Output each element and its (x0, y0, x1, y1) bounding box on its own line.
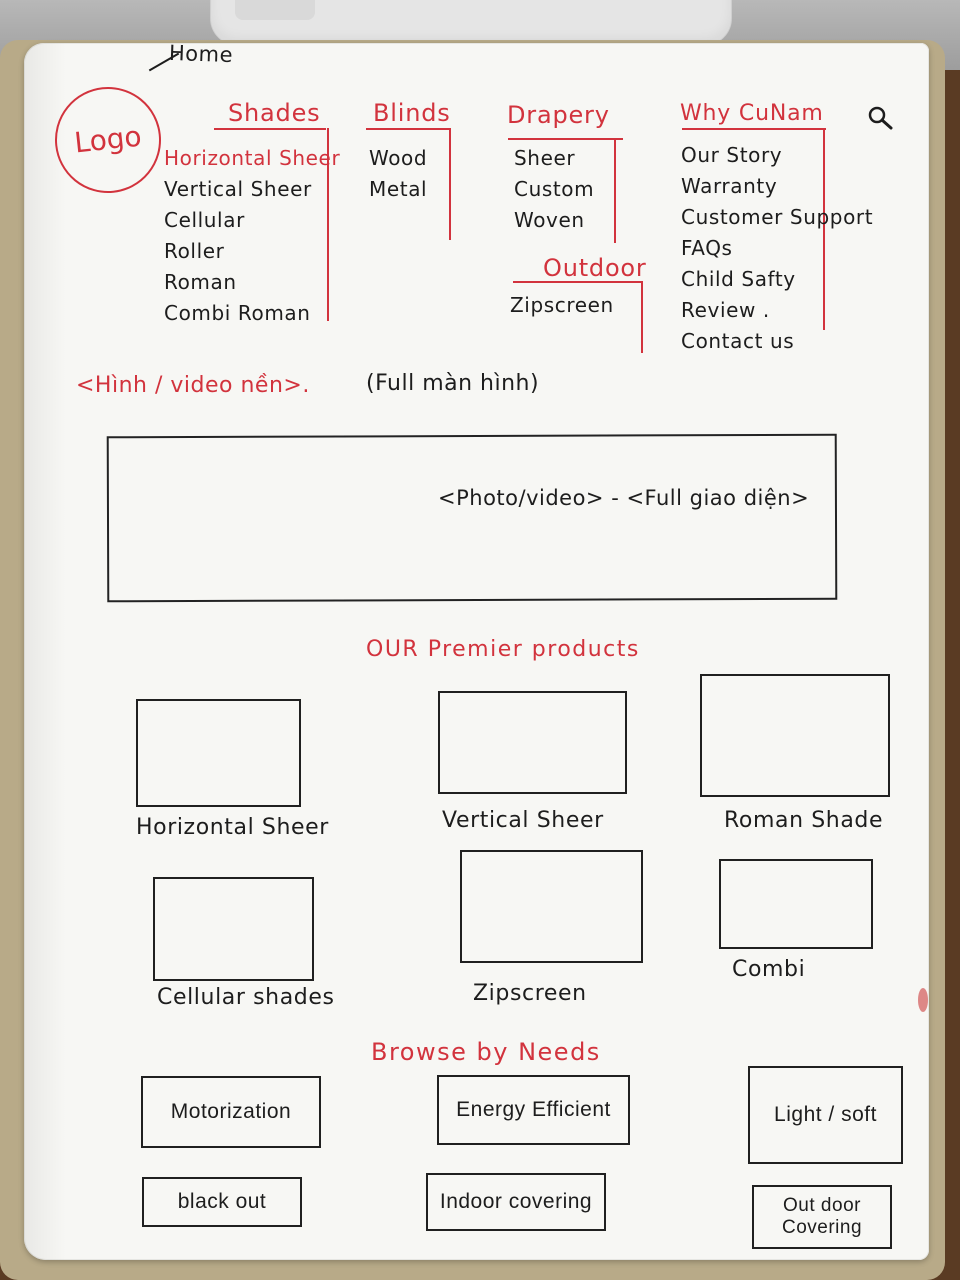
red-binding-mark (918, 988, 928, 1012)
blinds-side-line (449, 128, 451, 240)
product-card-combi[interactable] (719, 859, 873, 949)
menu-item-horizontal-sheer[interactable]: Horizontal Sheer (164, 146, 341, 170)
need-button-black-out[interactable]: black out (142, 1177, 302, 1227)
products-section-title: OUR Premier products (366, 637, 640, 662)
product-card-zipscreen[interactable] (460, 850, 643, 963)
product-label-cellular-shades: Cellular shades (157, 985, 335, 1010)
menu-item-roller[interactable]: Roller (164, 239, 225, 263)
logo[interactable]: Logo (49, 81, 167, 199)
hero-media-box[interactable] (106, 433, 838, 603)
outdoor-menu: Zipscreen (510, 290, 614, 321)
menu-item-our-story[interactable]: Our Story (681, 143, 783, 167)
menu-item-combi-roman[interactable]: Combi Roman (164, 301, 311, 325)
product-card-cellular-shades[interactable] (153, 877, 314, 981)
need-button-outdoor-covering[interactable]: Out door Covering (752, 1185, 892, 1249)
nav-blinds-title[interactable]: Blinds (373, 99, 451, 127)
menu-item-woven[interactable]: Woven (514, 208, 585, 232)
nav-why-title[interactable]: Why CuNam (680, 101, 824, 126)
nav-drapery-title[interactable]: Drapery (507, 101, 610, 129)
why-menu: Our Story Warranty Customer Support FAQs… (681, 140, 873, 357)
need-button-energy-efficient[interactable]: Energy Efficient (437, 1075, 630, 1145)
shades-top-line (214, 128, 326, 130)
need-button-light-soft[interactable]: Light / soft (748, 1066, 903, 1164)
product-card-vertical-sheer[interactable] (438, 691, 627, 794)
menu-item-wood[interactable]: Wood (369, 146, 428, 170)
search-icon[interactable] (866, 104, 894, 132)
home-link[interactable]: Home (168, 43, 234, 68)
nav-outdoor-title[interactable]: Outdoor (543, 254, 647, 282)
menu-item-contact-us[interactable]: Contact us (681, 329, 795, 353)
menu-item-child-safty[interactable]: Child Safty (681, 267, 796, 291)
drapery-top-line (508, 138, 623, 140)
outdoor-side-line (641, 281, 643, 353)
why-top-line (682, 128, 826, 130)
laptop-trackpad (235, 0, 315, 20)
blinds-menu: Wood Metal (369, 143, 427, 205)
menu-item-warranty[interactable]: Warranty (681, 174, 778, 198)
why-side-line (823, 128, 825, 330)
shades-menu: Horizontal Sheer Vertical Sheer Cellular… (164, 143, 340, 329)
product-label-vertical-sheer: Vertical Sheer (442, 808, 604, 833)
menu-item-cellular[interactable]: Cellular (164, 208, 245, 232)
wireframe-page: Logo Home Shades Horizontal Sheer Vertic… (24, 43, 929, 1260)
needs-section-title: Browse by Needs (371, 1038, 601, 1066)
product-card-roman-shade[interactable] (700, 674, 890, 797)
menu-item-zipscreen[interactable]: Zipscreen (510, 293, 614, 317)
blinds-top-line (366, 128, 451, 130)
menu-item-vertical-sheer[interactable]: Vertical Sheer (164, 177, 312, 201)
hero-media-label: <Photo/video> - <Full giao diện> (438, 486, 810, 510)
need-button-indoor-covering[interactable]: Indoor covering (426, 1173, 606, 1231)
menu-item-metal[interactable]: Metal (369, 177, 428, 201)
nav-shades-title[interactable]: Shades (228, 99, 321, 127)
menu-item-faqs[interactable]: FAQs (681, 236, 733, 260)
product-label-horizontal-sheer: Horizontal Sheer (136, 815, 329, 840)
menu-item-drapery-sheer[interactable]: Sheer (514, 146, 576, 170)
need-button-motorization[interactable]: Motorization (141, 1076, 321, 1148)
product-label-combi: Combi (732, 957, 806, 982)
product-label-zipscreen: Zipscreen (473, 981, 587, 1006)
product-label-roman-shade: Roman Shade (724, 808, 884, 833)
menu-item-customer-support[interactable]: Customer Support (681, 205, 874, 229)
hero-background-note: <Hình / video nền>. (76, 373, 310, 398)
shades-side-line (327, 128, 329, 321)
drapery-menu: Sheer Custom Woven (514, 143, 594, 236)
menu-item-roman[interactable]: Roman (164, 270, 237, 294)
menu-item-review[interactable]: Review . (681, 298, 770, 322)
hero-fullscreen-note: (Full màn hình) (366, 371, 540, 396)
outdoor-top-line (513, 281, 643, 283)
drapery-side-line (614, 138, 616, 243)
product-card-horizontal-sheer[interactable] (136, 699, 301, 807)
menu-item-custom[interactable]: Custom (514, 177, 595, 201)
